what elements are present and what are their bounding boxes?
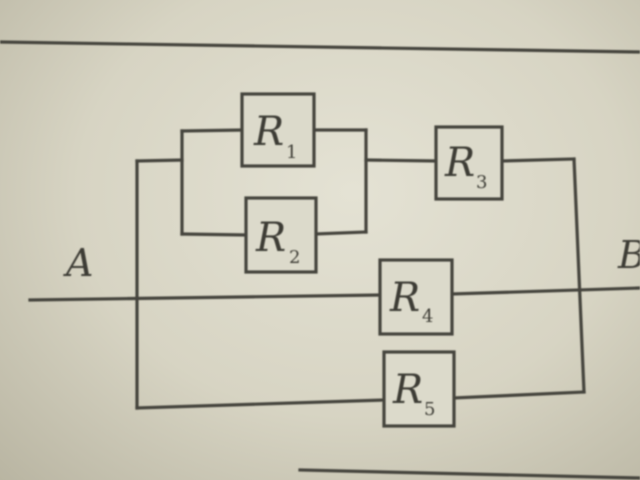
wire-r3-right [500,157,576,163]
resistor-r1: R 1 [240,92,316,168]
node-a-label: A [63,241,93,285]
resistor-r5: R 5 [382,350,456,428]
wire-r5-right [452,390,586,400]
wire-to-r1-left [180,128,244,133]
resistor-r1-index: 1 [286,142,297,163]
wire-r2-right [314,230,368,236]
resistor-r2-index: 2 [289,247,300,268]
wire-main-a-to-r4 [28,293,382,302]
wire-main-r4-to-b [450,286,640,296]
node-b-label: B [617,233,640,277]
wire-left-to-parallel [135,158,184,163]
resistor-r4: R 4 [378,258,454,336]
page-top-line [0,40,640,54]
resistor-r2: R 2 [244,196,318,274]
wire-bottom-to-r5 [135,398,386,410]
resistor-r5-index: 5 [424,399,435,420]
resistor-r4-letter: R [389,275,420,321]
resistor-r3-letter: R [444,140,475,186]
resistor-r2-letter: R [255,215,286,261]
resistor-r3-index: 3 [476,172,487,193]
wire-to-r3 [364,158,438,163]
resistor-r5-letter: R [392,367,423,413]
resistor-r3: R 3 [434,125,504,201]
page-bottom-line [298,468,640,480]
wire-right-bus [572,157,586,394]
resistor-r4-index: 4 [422,306,433,327]
wire-to-r2-left [180,232,248,237]
resistor-r1-letter: R [253,109,284,155]
